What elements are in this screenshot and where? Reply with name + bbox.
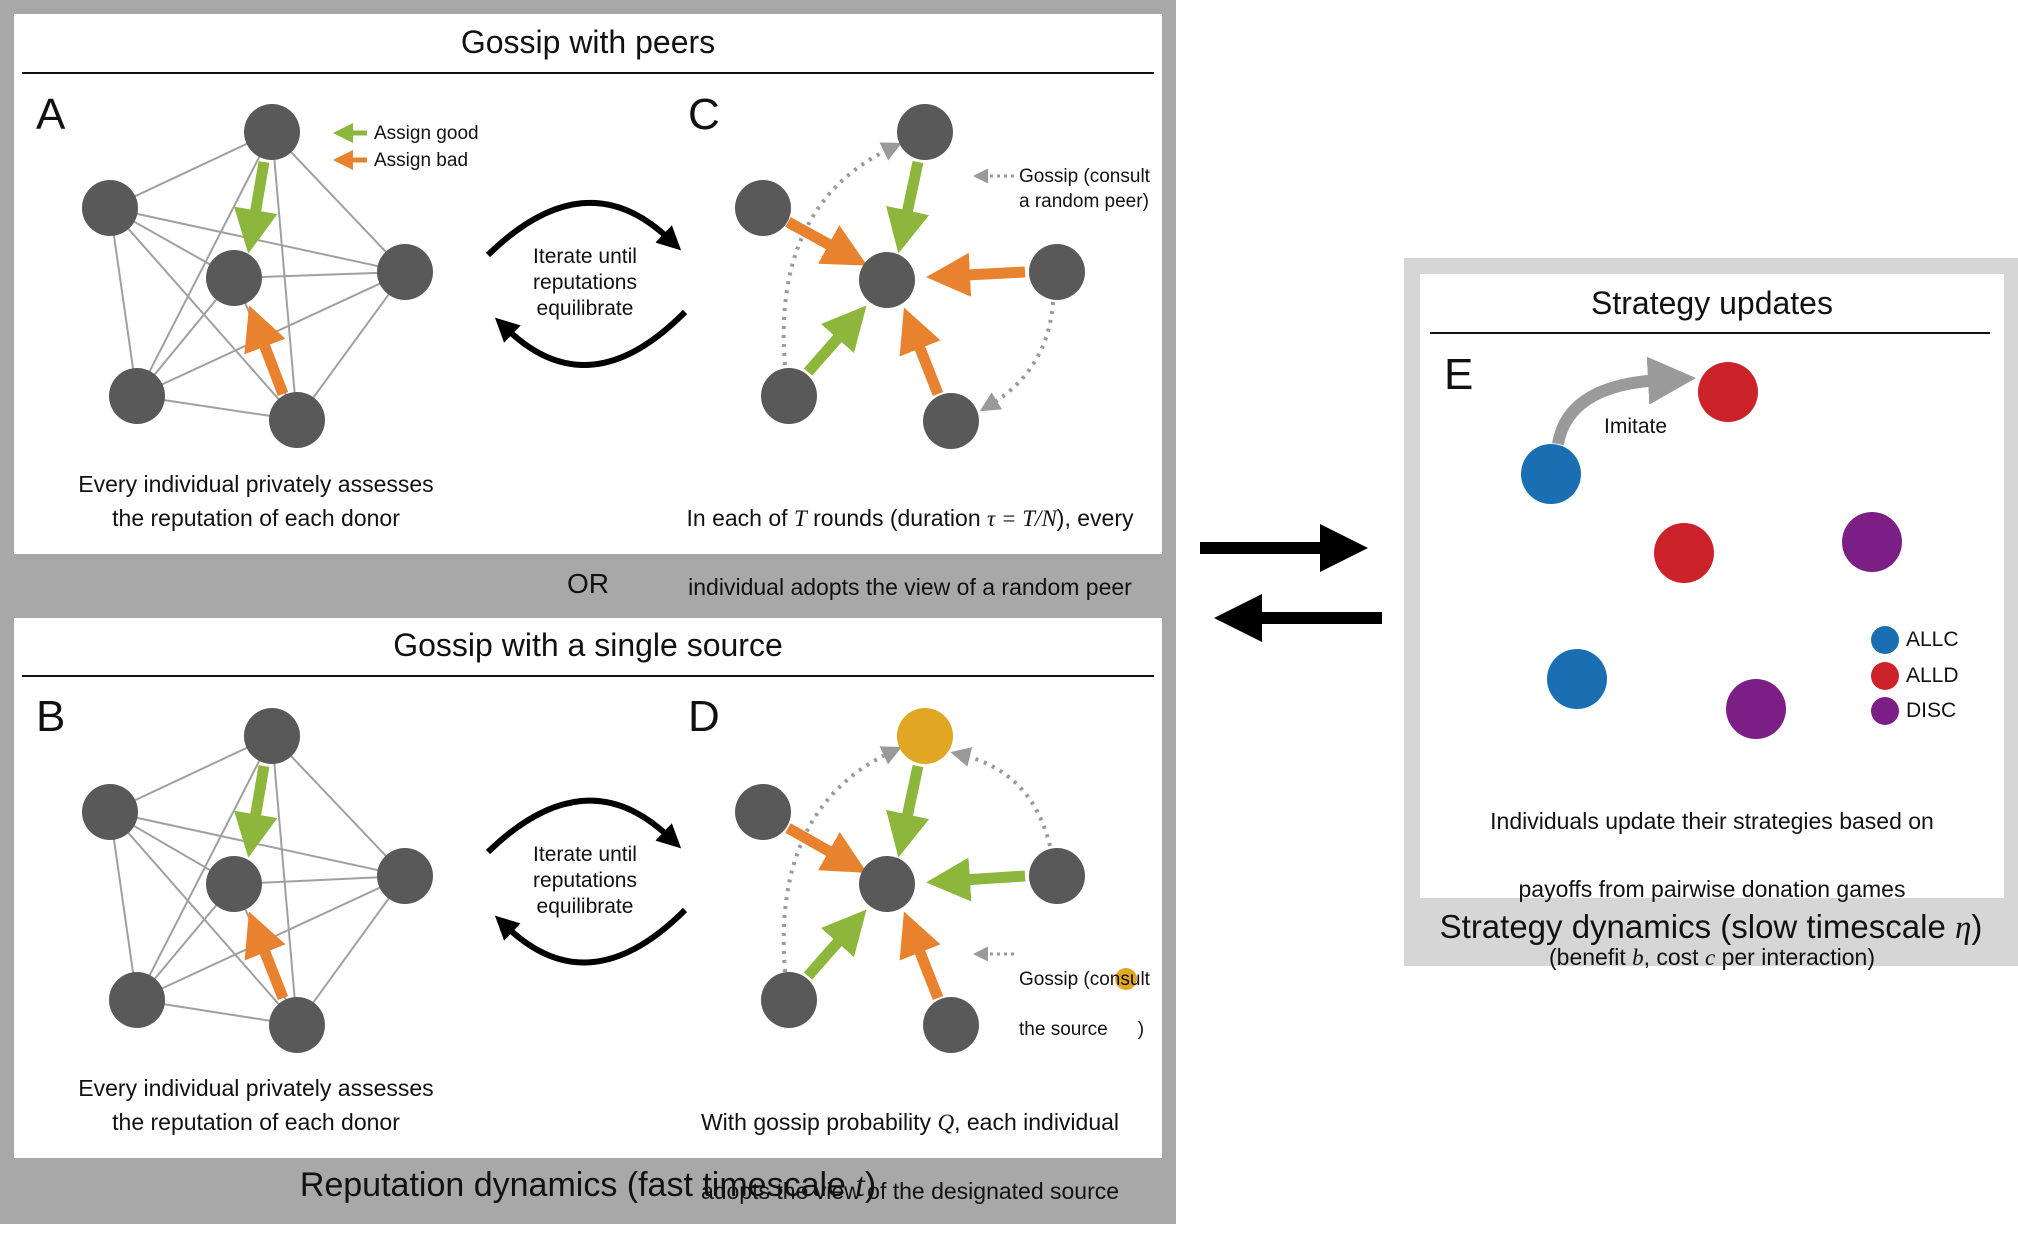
disc-legend-dot (1871, 697, 1899, 725)
panel-e-caption-text3: per interaction) (1715, 944, 1875, 970)
allc-agent (1521, 444, 1581, 504)
panel-d-caption-text1: With gossip probability (700, 1109, 938, 1135)
panel-b-letter: B (36, 692, 66, 741)
panel-c-arrow-right-bad (926, 252, 1026, 297)
panel-d-gossip-legend-source: the source (1019, 1019, 1108, 1040)
panel-d-nodes (735, 784, 1085, 1053)
iterate-forward-arrow-bottom (485, 797, 682, 855)
panel-d-arrow-left-bad (785, 823, 868, 873)
panel-a-caption: Every individual privately assesses the … (78, 471, 434, 531)
strategy-dynamics-label-text: Strategy dynamics (slow timescale (1439, 908, 1955, 945)
cost-variable-c: c (1704, 945, 1716, 970)
iterate-back-arrow-top (494, 309, 688, 368)
panel-c-caption: In each of T rounds (duration τ = T/N), … (640, 467, 1180, 638)
panel-c-nodes (735, 104, 1085, 449)
panel-d-caption-line1: With gossip probability Q, each individu… (640, 1105, 1180, 1140)
panel-c-caption-text2: rounds (duration (806, 505, 988, 531)
alld-legend-dot (1871, 662, 1899, 690)
bottom-panel-title-rule (22, 675, 1154, 677)
panel-e-caption-line1: Individuals update their strategies base… (1490, 808, 1934, 834)
top-panel-title-rule (22, 72, 1154, 74)
alld-legend-label: ALLD (1906, 664, 1959, 687)
panel-e-caption-line3: (benefit b, cost c per interaction) (1420, 940, 2004, 975)
panel-e-caption: Individuals update their strategies base… (1420, 770, 2004, 1009)
disc-legend-label: DISC (1906, 699, 1957, 722)
iterate-label-top: Iterate until reputations equilibrate (533, 245, 637, 320)
panel-e-caption-text1: (benefit (1549, 944, 1633, 970)
panel-b-nodes (82, 708, 433, 1053)
panel-c-caption-line2: individual adopts the view of a random p… (688, 574, 1132, 600)
panel-a-good-arrow (234, 161, 278, 254)
panel-b-good-arrow (234, 765, 278, 858)
assign-good-label: Assign good (374, 123, 479, 144)
strategy-dynamics-label-end: ) (1971, 908, 1983, 945)
panel-c-gossip-arrow-right (979, 301, 1055, 412)
strategy-updates-title: Strategy updates (1591, 285, 1833, 321)
panel-e-caption-line2: payoffs from pairwise donation games (1518, 876, 1906, 902)
panel-b-caption: Every individual privately assesses the … (78, 1075, 434, 1135)
panel-c-arrow-top-good (886, 160, 930, 254)
panel-c-arrow-bottomright-bad (899, 307, 944, 397)
alld-agent (1698, 362, 1758, 422)
gossip-single-source-title: Gossip with a single source (393, 627, 783, 663)
strategy-dynamics-label: Strategy dynamics (slow timescale η) (1404, 908, 2018, 947)
or-label: OR (567, 568, 609, 599)
source-legend-dot (1115, 968, 1137, 990)
panel-d-caption: With gossip probability Q, each individu… (640, 1071, 1180, 1242)
reputation-dynamics-label-end: ) (864, 1166, 877, 1204)
panel-c-letter: C (688, 90, 720, 139)
iterate-label-bottom: Iterate until reputations equilibrate (533, 843, 637, 918)
iterate-forward-arrow-top (485, 199, 682, 258)
designated-source-node (897, 708, 953, 764)
panel-e-letter: E (1444, 350, 1474, 399)
panel-c-caption-line1: In each of T rounds (duration τ = T/N), … (640, 501, 1180, 536)
timescale-variable-t: t (855, 1167, 865, 1204)
duration-expression: τ = T/N (987, 506, 1057, 531)
assign-bad-label: Assign bad (374, 150, 469, 171)
panel-d-arrow-top-good (886, 764, 930, 858)
gossip-probability-q: Q (937, 1110, 955, 1135)
benefit-variable-b: b (1632, 945, 1644, 970)
panel-a-letter: A (36, 90, 66, 139)
panel-c-gossip-legend: Gossip (consult a random peer) (1019, 166, 1150, 212)
panel-d-arrow-bottomright-bad (899, 911, 944, 1001)
panel-c-arrow-left-bad (785, 217, 868, 266)
allc-legend-dot (1871, 626, 1899, 654)
panel-d-gossip-legend-line1: Gossip (consult (1019, 969, 1150, 990)
panel-c-caption-text1: In each of (686, 505, 794, 531)
rounds-variable-t: T (793, 506, 807, 531)
panel-b-bad-arrow (244, 911, 289, 1001)
panel-a-bad-arrow (244, 305, 289, 396)
allc-legend-label: ALLC (1906, 628, 1959, 651)
disc-agent (1726, 679, 1786, 739)
reputation-dynamics-label: Reputation dynamics (fast timescale t) (14, 1166, 1162, 1205)
panel-d-gossip-arrow-right (950, 747, 1052, 847)
imitate-arrow (1552, 356, 1696, 446)
timescale-variable-eta: η (1954, 910, 1972, 946)
alld-agent (1654, 523, 1714, 583)
strategy-title-rule (1430, 332, 1990, 334)
imitate-label: Imitate (1604, 415, 1668, 438)
panel-d-letter: D (688, 692, 720, 741)
panel-d-arrow-bottomleft-good (803, 909, 867, 980)
iterate-back-arrow-bottom (494, 907, 688, 966)
allc-agent (1547, 649, 1607, 709)
panel-c-arrow-bottomleft-good (803, 305, 867, 376)
panel-d-arrow-right-good (926, 857, 1026, 902)
panel-d-gossip-legend: Gossip (consult the source) (1019, 942, 1150, 1067)
panel-d-gossip-legend-close: ) (1137, 1019, 1145, 1040)
panel-e-caption-text2: , cost (1643, 944, 1705, 970)
panel-a-nodes (82, 104, 433, 448)
reputation-dynamics-label-text: Reputation dynamics (fast timescale (299, 1166, 856, 1204)
panel-d-gossip-legend-line2: the source) (1019, 1017, 1150, 1042)
disc-agent (1842, 512, 1902, 572)
panel-c-caption-text3: ), every (1056, 505, 1134, 531)
gossip-with-peers-title: Gossip with peers (460, 24, 716, 60)
panel-d-caption-text2: , each individual (954, 1109, 1120, 1135)
panel-d-caption-line2: adopts the view of the designated source (700, 1178, 1120, 1204)
